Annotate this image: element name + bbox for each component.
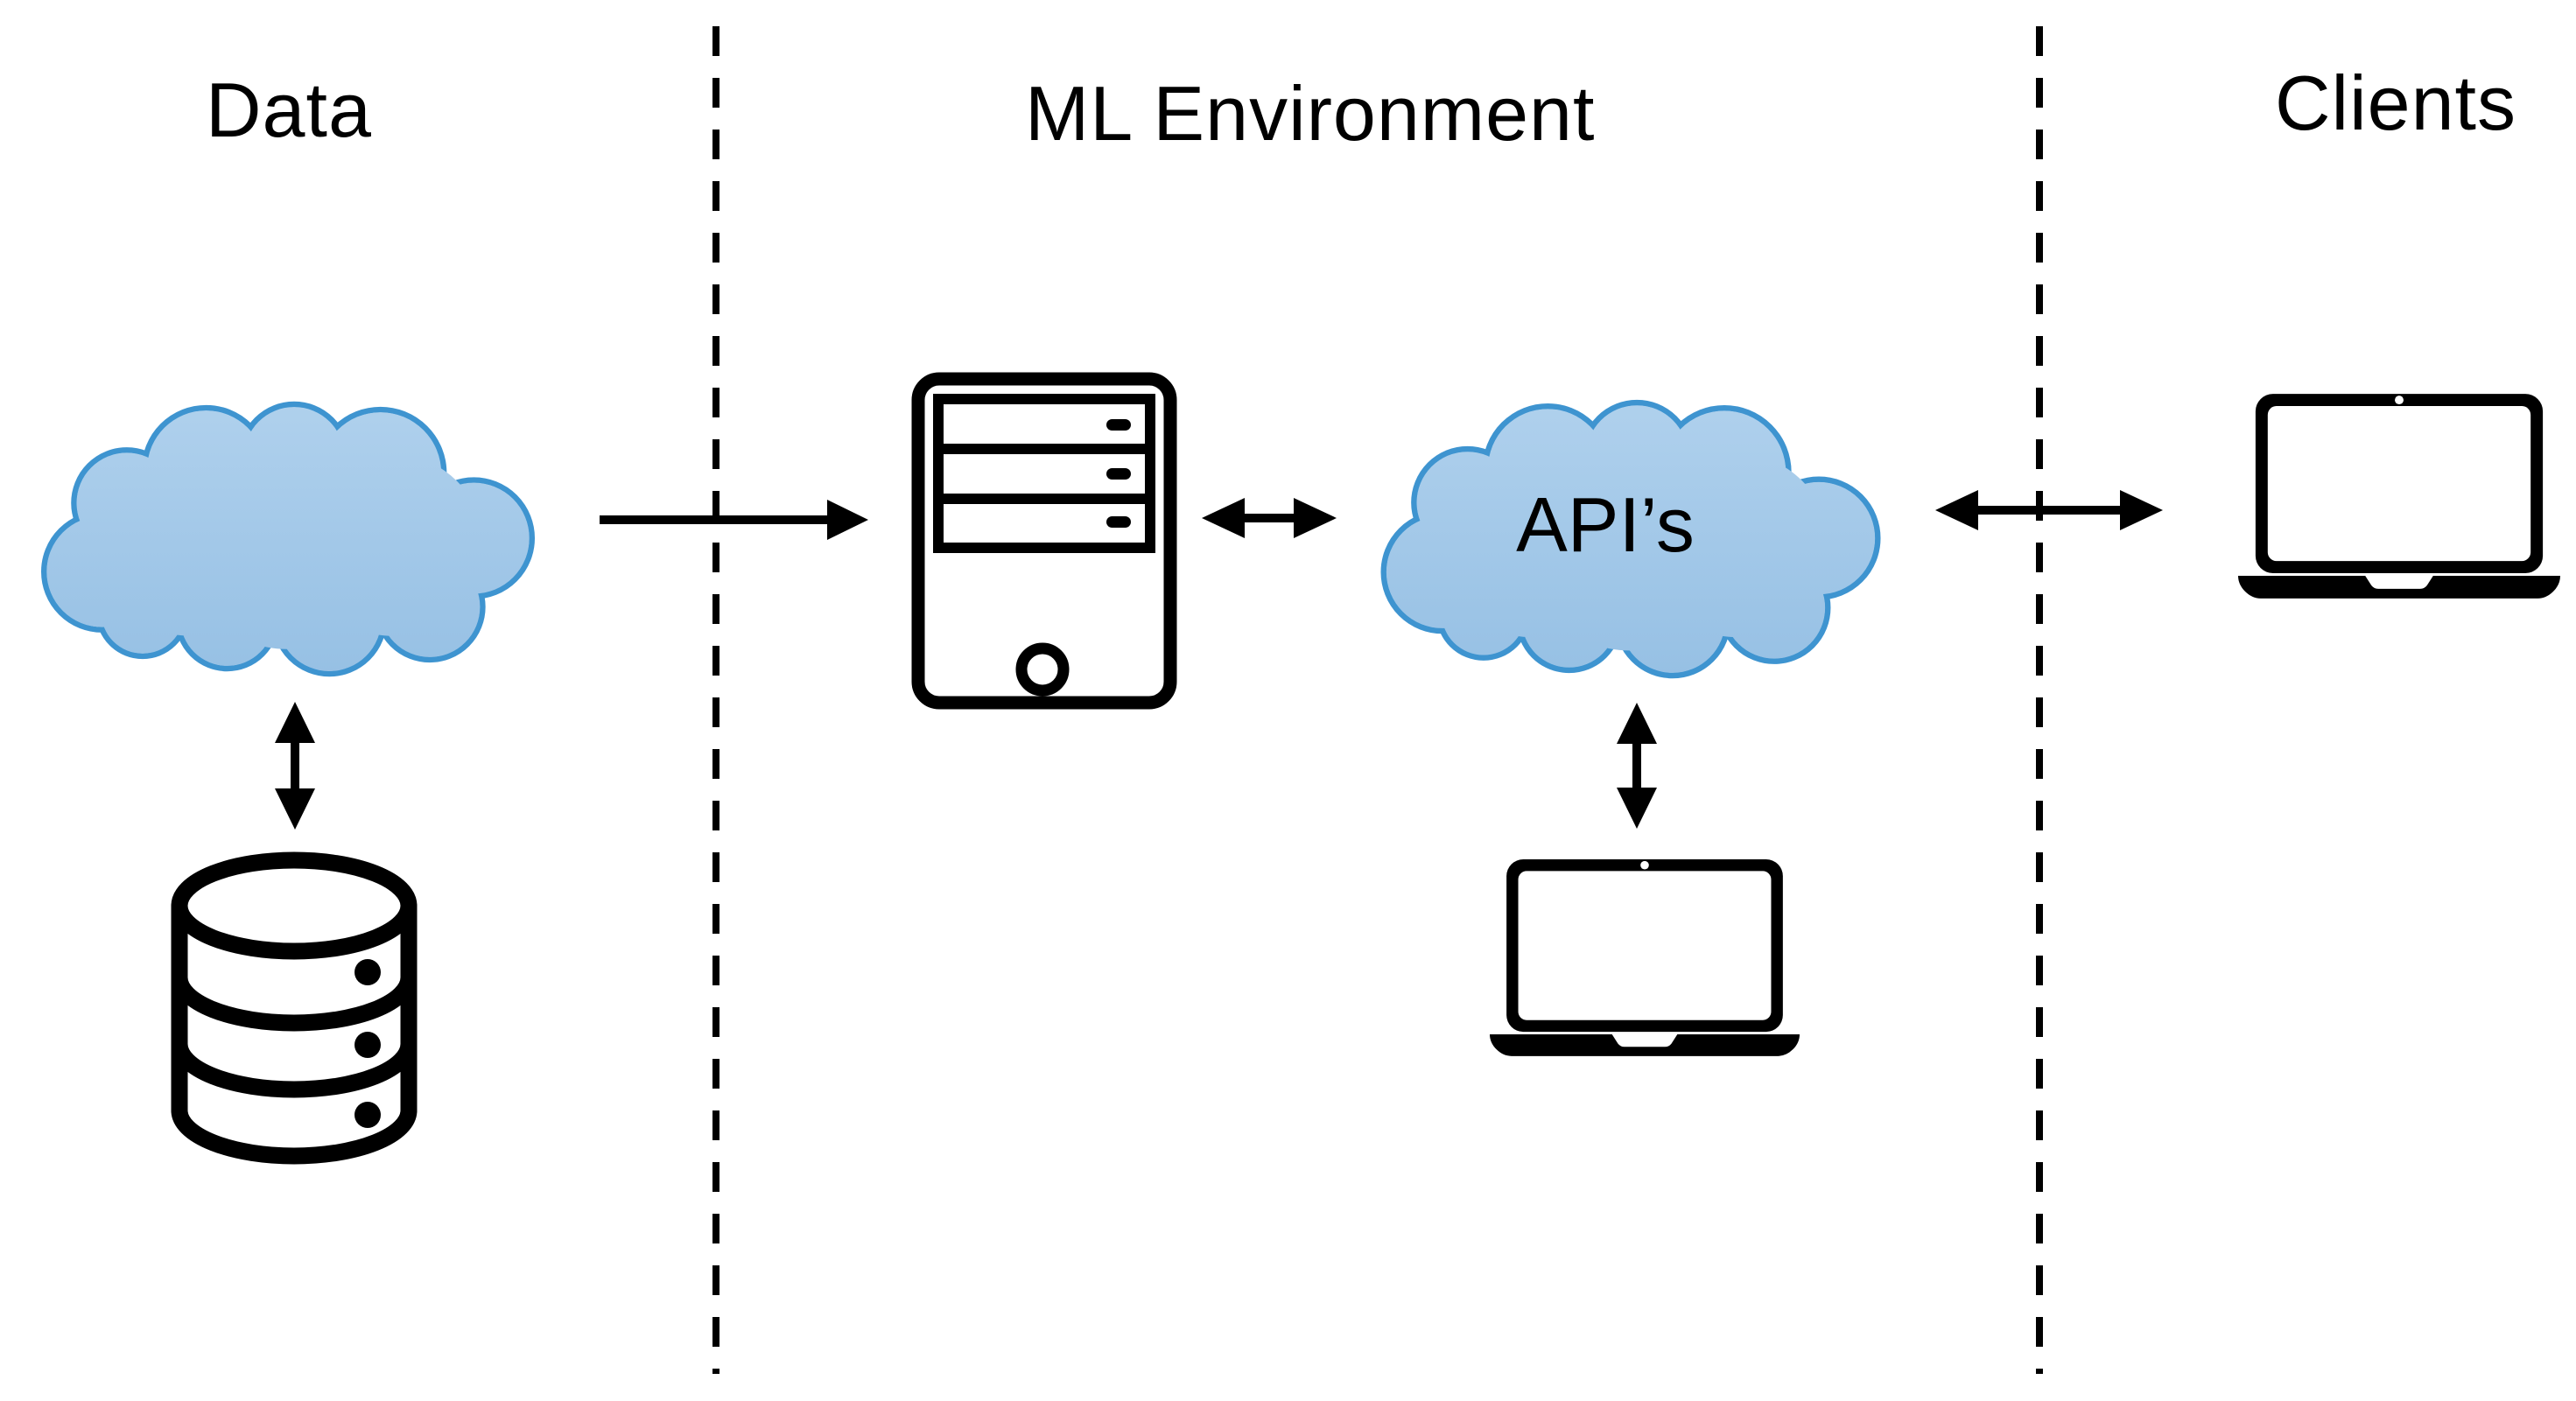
section-label-clients: Clients: [2275, 60, 2516, 146]
section-divider-left: [712, 26, 719, 1374]
section-divider-right: [2036, 26, 2043, 1374]
arrow-right-icon: [600, 500, 868, 540]
data-cloud-icon: [32, 396, 543, 677]
section-label-ml-environment: ML Environment: [1025, 70, 1596, 157]
double-arrow-vertical-icon: [1617, 703, 1657, 829]
server-icon: [911, 372, 1177, 710]
client-laptop-icon: [2238, 394, 2560, 599]
database-icon: [171, 851, 418, 1165]
double-arrow-horizontal-icon: [1202, 498, 1337, 538]
api-cloud-label: API’s: [1516, 481, 1695, 568]
ml-laptop-icon: [1490, 858, 1800, 1056]
double-arrow-vertical-icon: [275, 702, 315, 830]
section-label-data: Data: [206, 67, 372, 153]
double-arrow-horizontal-icon: [1935, 490, 2163, 530]
